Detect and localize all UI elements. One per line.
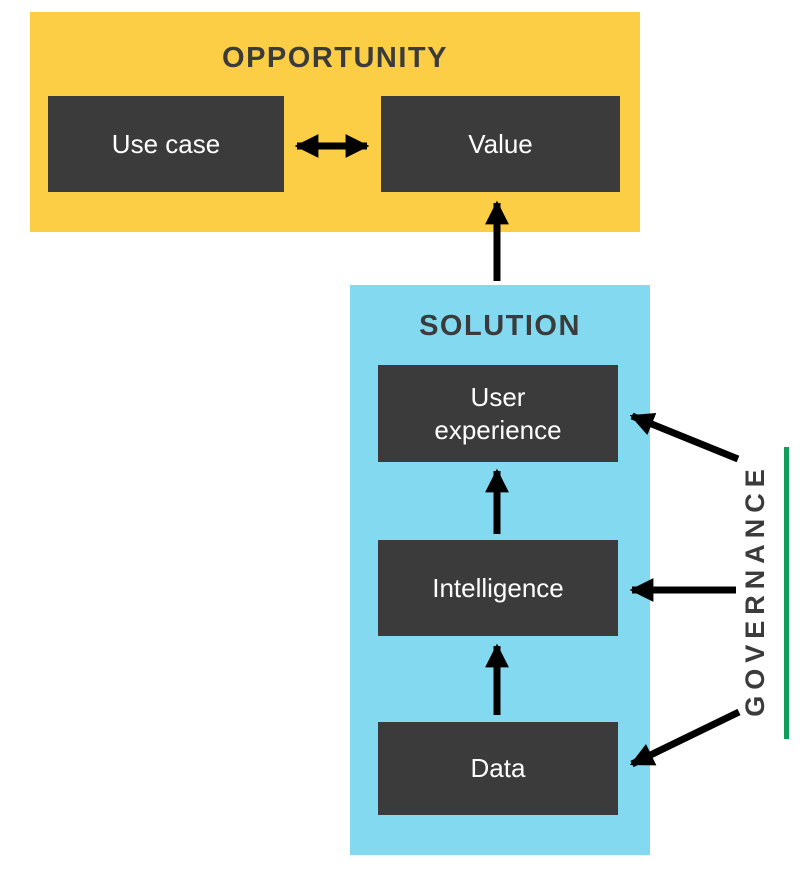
intelligence-label: Intelligence	[432, 572, 564, 603]
use-case-label: Use case	[111, 128, 221, 159]
solution-title: SOLUTION	[419, 310, 581, 342]
user-experience-box: User experience	[378, 365, 618, 462]
data-box: Data	[378, 722, 618, 815]
value-box: Value	[381, 96, 620, 192]
opportunity-title: OPPORTUNITY	[222, 42, 448, 74]
use-case-box: Use case	[48, 96, 284, 192]
intelligence-box: Intelligence	[378, 540, 618, 636]
value-label: Value	[468, 128, 533, 159]
data-label: Data	[470, 753, 526, 784]
user-experience-label: User experience	[434, 382, 562, 445]
governance-label: GOVERNANCE	[740, 463, 770, 717]
governance-line	[784, 447, 789, 739]
